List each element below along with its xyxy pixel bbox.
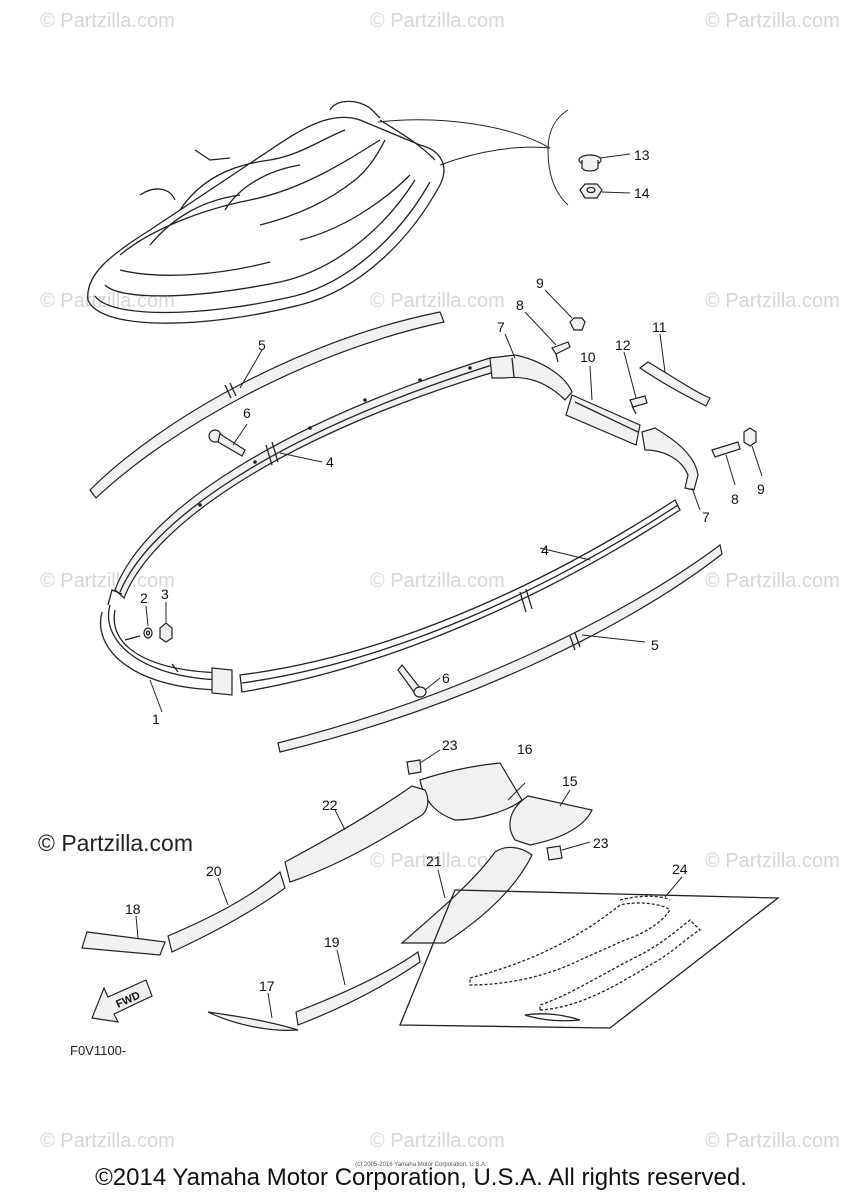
watermark: © Partzilla.com [370, 290, 505, 312]
callout-24: 24 [672, 861, 688, 877]
callout-13: 13 [634, 147, 650, 163]
watermark: © Partzilla.com [705, 850, 840, 872]
part-6-screw-bottom [397, 664, 427, 698]
watermark: © Partzilla.com [705, 290, 840, 312]
callout-16: 16 [517, 741, 533, 757]
watermark: © Partzilla.com [370, 1130, 505, 1152]
callout-9: 9 [536, 275, 544, 291]
callout-4: 4 [326, 454, 334, 470]
callout-23: 23 [442, 737, 458, 753]
watermark: © Partzilla.com [705, 1130, 840, 1152]
callout-6: 6 [243, 405, 251, 421]
watermark: © Partzilla.com [370, 10, 505, 32]
callout-23: 23 [593, 835, 609, 851]
fwd-arrow-icon: FWD [91, 979, 153, 1023]
part-23-pad-mid [546, 845, 563, 861]
part-20-mat [167, 870, 286, 953]
part-14-nut [579, 183, 603, 199]
copyright-notice: ©2014 Yamaha Motor Corporation, U.S.A. A… [95, 1164, 747, 1191]
part-18-mat [81, 931, 166, 956]
part-19-mat [295, 950, 421, 1026]
callout-21: 21 [426, 853, 442, 869]
callouts: 13 14 9 8 7 11 12 10 5 6 4 8 9 7 4 2 3 5… [125, 147, 765, 994]
callout-7: 7 [497, 319, 505, 335]
watermark: © Partzilla.com [40, 570, 175, 592]
part-9-nut-right [743, 427, 757, 447]
callout-6: 6 [442, 670, 450, 686]
callout-8: 8 [516, 297, 524, 313]
partzilla-brand: © Partzilla.com [38, 830, 193, 856]
watermark: © Partzilla.com [705, 10, 840, 32]
part-12-clip [629, 395, 648, 415]
part-16-mat [419, 762, 523, 821]
callout-7: 7 [702, 509, 710, 525]
part-13-grommet [578, 154, 602, 172]
diagram-code: F0V1100- [70, 1043, 127, 1058]
watermark: © Partzilla.com [370, 850, 505, 872]
part-7-corner-right [641, 427, 699, 491]
callout-10: 10 [580, 349, 596, 365]
part-17-mat [207, 1011, 299, 1031]
part-5-upper-strip [89, 311, 445, 499]
part-6-screw-top [208, 429, 246, 457]
part-10-center-piece [565, 394, 641, 446]
part-24-mat-set [399, 889, 780, 1029]
part-15-mat [509, 795, 593, 846]
callout-1: 1 [152, 711, 160, 727]
part-2-washer [143, 627, 153, 639]
part-11-strip [638, 361, 711, 407]
callout-11: 11 [652, 319, 667, 335]
watermark: © Partzilla.com [705, 570, 840, 592]
callout-2: 2 [140, 590, 148, 606]
part-21-mat [400, 846, 533, 944]
watermark: © Partzilla.com [40, 10, 175, 32]
callout-14: 14 [634, 185, 650, 201]
callout-8: 8 [731, 491, 739, 507]
callout-15: 15 [562, 773, 578, 789]
callout-22: 22 [322, 797, 338, 813]
part-23-pad-top [406, 759, 422, 775]
part-22-mat [284, 785, 429, 883]
part-9-nut-top [569, 317, 586, 331]
callout-20: 20 [206, 863, 222, 879]
callout-12: 12 [615, 337, 631, 353]
part-1-rail-ring-lower [100, 499, 681, 696]
callout-4: 4 [541, 542, 549, 558]
callout-5: 5 [258, 337, 266, 353]
part-4-rail-ring [114, 357, 495, 600]
part-8-pin-top [551, 341, 571, 363]
part-5-lower-strip [277, 543, 723, 753]
part-8-pin-right [711, 441, 741, 458]
callout-3: 3 [161, 586, 169, 602]
callout-19: 19 [324, 934, 340, 950]
callout-18: 18 [125, 901, 141, 917]
part-3-nut [159, 622, 173, 643]
callout-9: 9 [757, 481, 765, 497]
part-7-corner-left [489, 354, 573, 401]
watermark: © Partzilla.com [40, 1130, 175, 1152]
watermark: © Partzilla.com [370, 570, 505, 592]
small-copyright: (c) 2005-2016 Yamaha Motor Corporation, … [355, 1162, 487, 1168]
callout-5: 5 [651, 637, 659, 653]
watercraft-illustration [87, 100, 445, 324]
callout-17: 17 [259, 978, 275, 994]
